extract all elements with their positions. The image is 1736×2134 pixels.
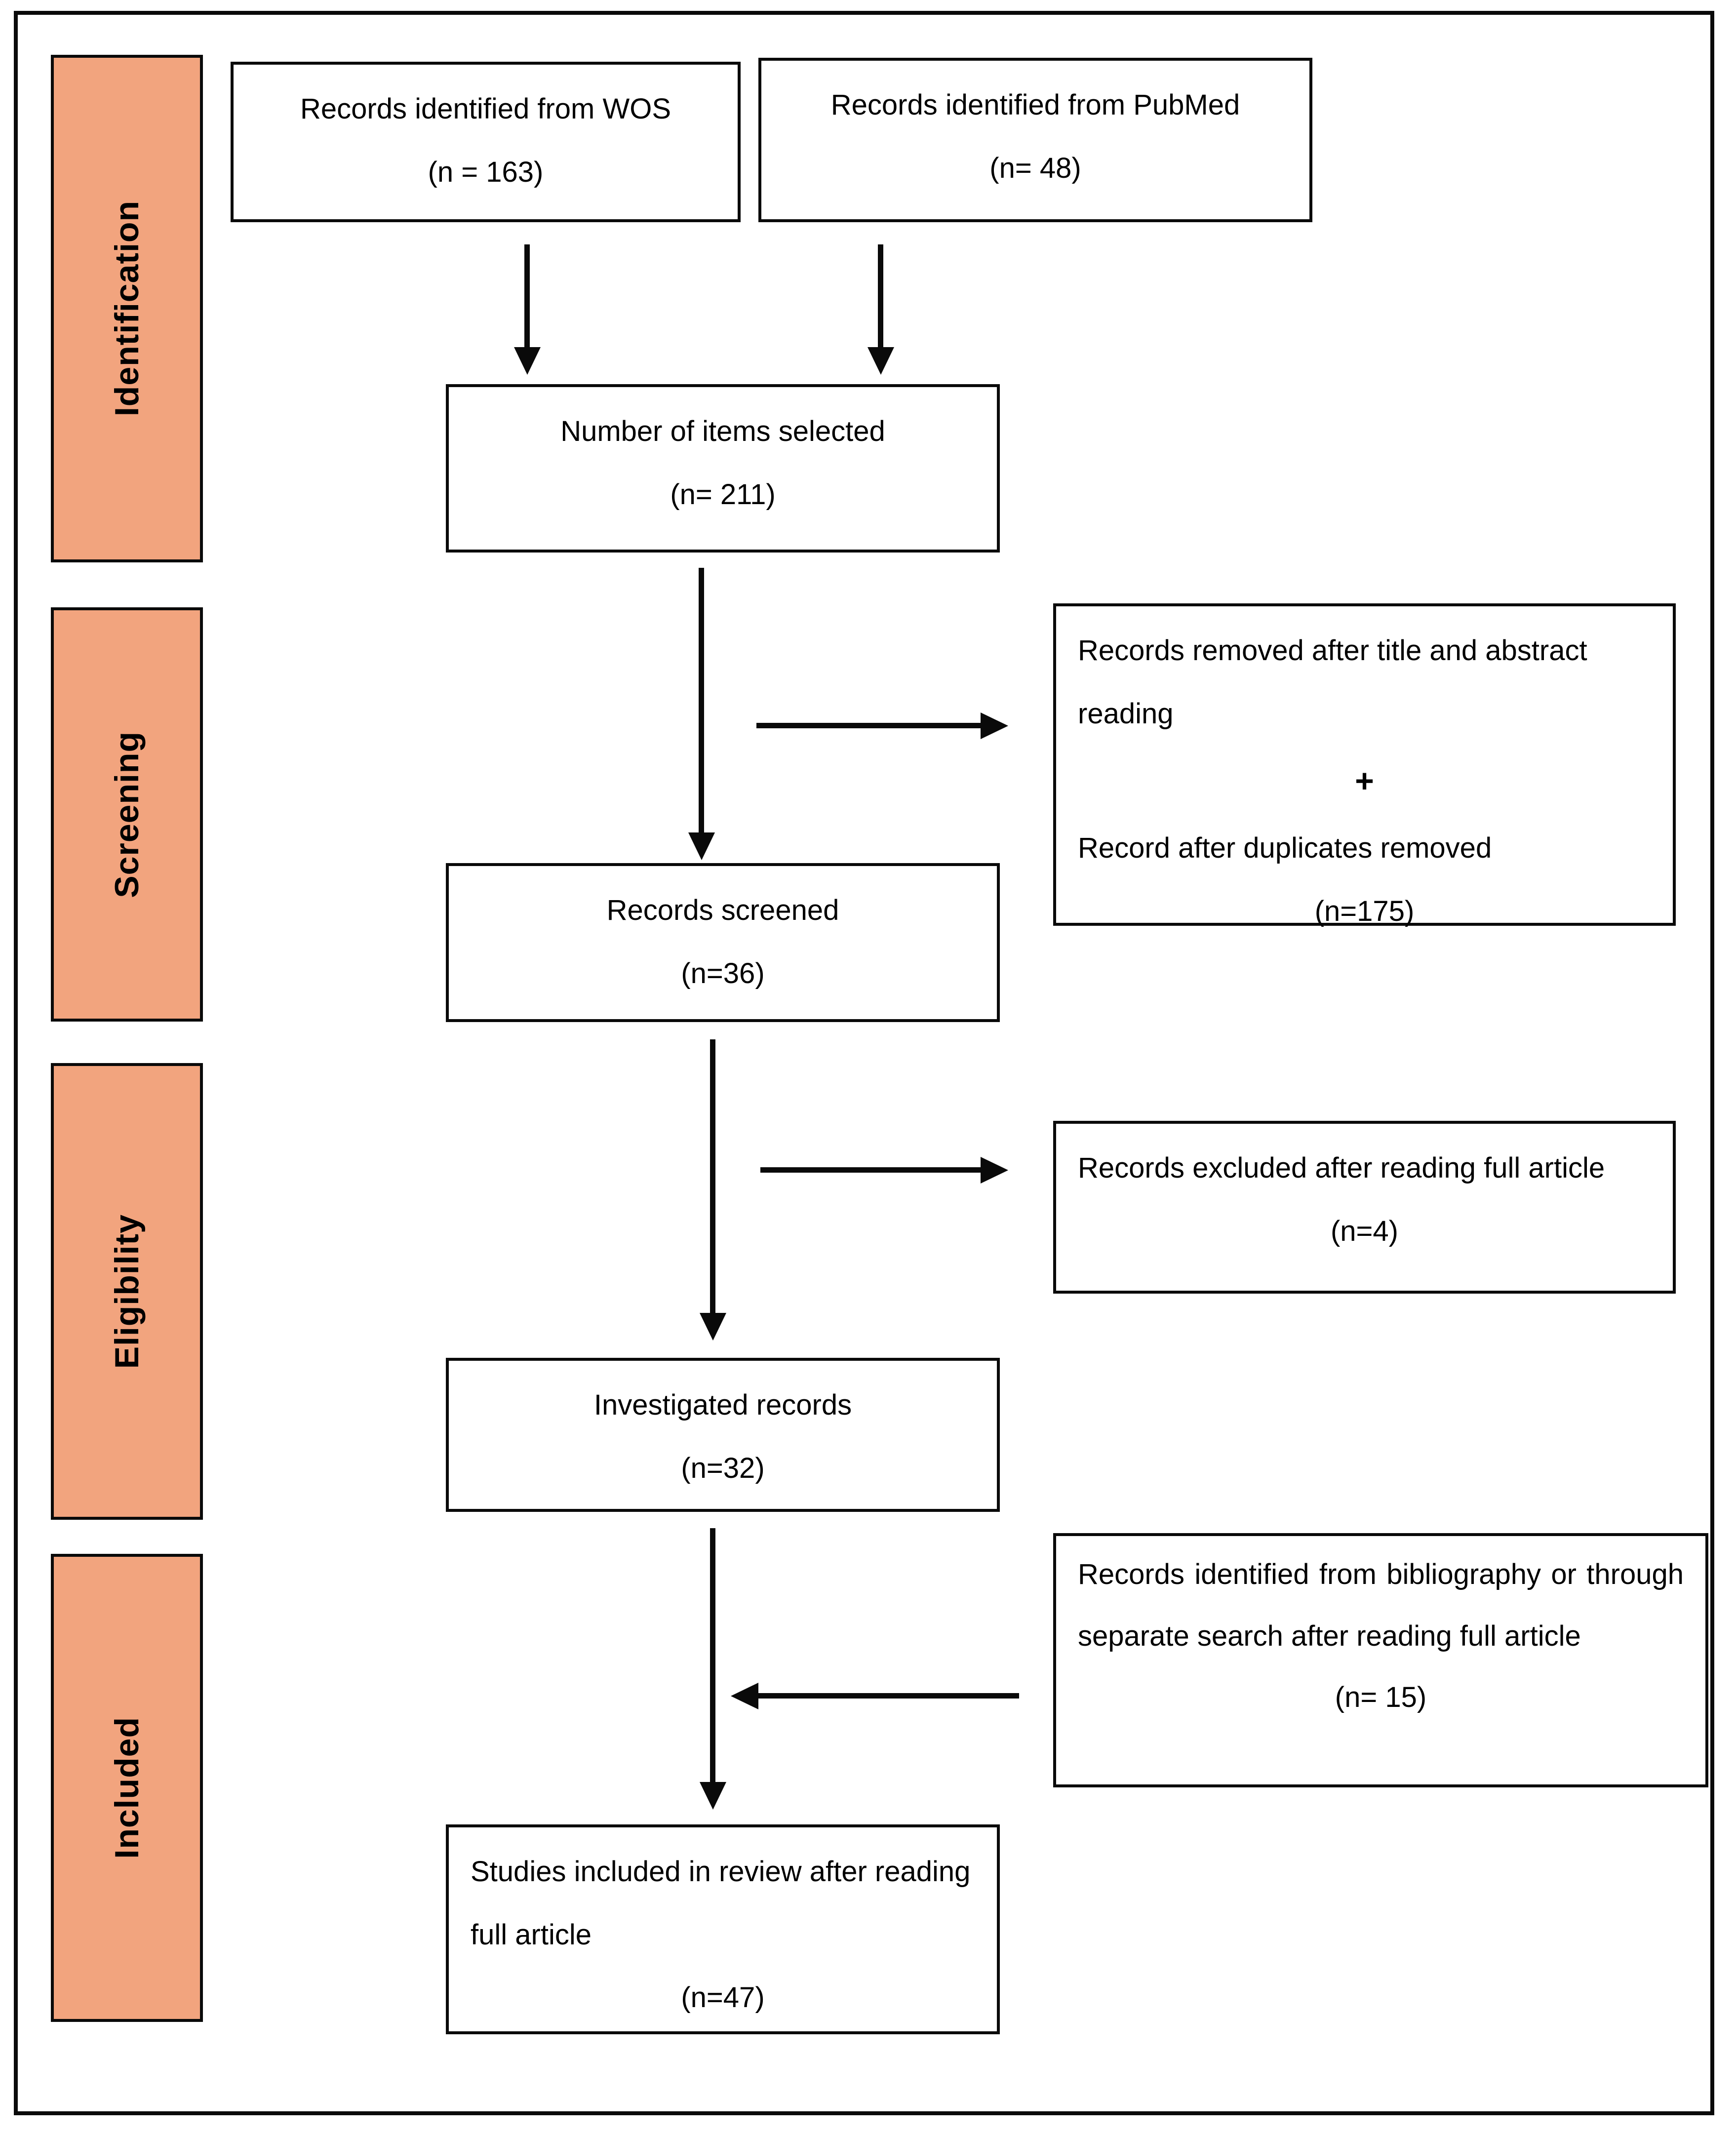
box-records-pubmed-count: (n= 48) <box>989 152 1081 184</box>
stage-label-screening: Screening <box>108 731 146 898</box>
box-records-wos-title: Records identified from WOS <box>300 93 671 125</box>
diagram-outer-border <box>14 11 1714 2115</box>
box-records-removed-line2: Record after duplicates removed <box>1078 832 1492 865</box>
arrow-wos-to-selected-line <box>524 244 530 349</box>
box-records-excluded-title: Records excluded after reading full arti… <box>1078 1152 1605 1184</box>
box-records-wos: Records identified from WOS (n = 163) <box>231 62 741 222</box>
box-investigated-records: Investigated records (n=32) <box>446 1358 1000 1512</box>
box-records-removed: Records removed after title and abstract… <box>1053 603 1676 927</box>
stage-label-eligibility: Eligibility <box>108 1214 146 1369</box>
arrow-to-excluded-line <box>760 1167 983 1173</box>
box-studies-included-title: Studies included in review after reading… <box>471 1856 971 1951</box>
box-records-removed-line1: Records removed after title and abstract… <box>1078 634 1587 730</box>
arrow-pubmed-to-selected-line <box>878 244 883 349</box>
box-records-screened-title: Records screened <box>606 894 839 926</box>
arrow-wos-to-selected-head <box>514 347 541 375</box>
box-investigated-records-count: (n=32) <box>681 1452 765 1484</box>
arrow-from-bibliography-head <box>731 1683 758 1709</box>
box-records-removed-count: (n=175) <box>1314 895 1415 927</box>
box-records-bibliography-count: (n= 15) <box>1335 1681 1427 1714</box>
box-items-selected-count: (n= 211) <box>670 478 776 511</box>
stage-band-included: Included <box>51 1554 203 2022</box>
arrow-investigated-to-studies-line <box>710 1528 715 1784</box>
plus-sign: + <box>1355 762 1374 799</box>
arrow-from-bibliography-line <box>757 1693 1019 1699</box>
box-items-selected: Number of items selected (n= 211) <box>446 384 1000 553</box>
box-records-pubmed: Records identified from PubMed (n= 48) <box>758 58 1312 222</box>
box-records-screened-count: (n=36) <box>681 957 765 989</box>
box-records-bibliography-title: Records identified from bibliography or … <box>1078 1558 1684 1652</box>
box-records-wos-count: (n = 163) <box>428 156 544 188</box>
arrow-pubmed-to-selected-head <box>868 347 894 375</box>
stage-label-included: Included <box>108 1717 146 1859</box>
box-records-bibliography: Records identified from bibliography or … <box>1053 1533 1708 1787</box>
arrow-screened-to-investigated-line <box>710 1039 715 1315</box>
stage-band-screening: Screening <box>51 607 203 1022</box>
box-records-screened: Records screened (n=36) <box>446 863 1000 1022</box>
arrow-selected-to-screened-line <box>699 568 704 834</box>
stage-band-eligibility: Eligibility <box>51 1063 203 1520</box>
stage-band-identification: Identification <box>51 55 203 562</box>
arrow-to-removed-line <box>756 723 983 728</box>
arrow-to-excluded-head <box>981 1157 1008 1184</box>
arrow-selected-to-screened-head <box>688 832 715 860</box>
box-investigated-records-title: Investigated records <box>593 1389 852 1421</box>
box-items-selected-title: Number of items selected <box>560 415 885 447</box>
arrow-investigated-to-studies-head <box>700 1782 726 1810</box>
stage-label-identification: Identification <box>108 200 146 417</box>
arrow-screened-to-investigated-head <box>700 1313 726 1341</box>
box-studies-included-count: (n=47) <box>681 1981 765 2014</box>
box-records-excluded-count: (n=4) <box>1330 1215 1398 1247</box>
box-records-excluded: Records excluded after reading full arti… <box>1053 1121 1676 1294</box>
box-studies-included: Studies included in review after reading… <box>446 1824 1000 2034</box>
box-records-pubmed-title: Records identified from PubMed <box>830 89 1240 121</box>
arrow-to-removed-head <box>981 712 1008 739</box>
